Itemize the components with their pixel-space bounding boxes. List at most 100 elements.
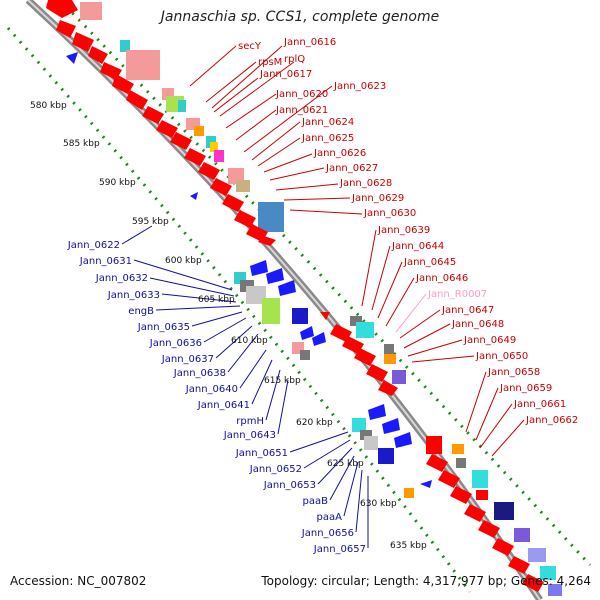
gene-box bbox=[456, 458, 466, 468]
leader-line bbox=[343, 461, 359, 517]
inner-dotted-ring bbox=[6, 27, 472, 593]
leader-line bbox=[257, 137, 301, 167]
gene-box bbox=[472, 470, 488, 488]
gene-box bbox=[194, 126, 204, 136]
leader-line bbox=[385, 277, 415, 327]
gene-label: paaB bbox=[303, 496, 329, 507]
gene-label: Jann_0658 bbox=[487, 367, 540, 378]
gene-label: Jann_0641 bbox=[197, 400, 250, 411]
tick-labels: 580 kbp 585 kbp 590 kbp 595 kbp 600 kbp … bbox=[30, 101, 427, 551]
gene-box bbox=[548, 584, 562, 596]
reverse-gene-labels: Jann_0622 Jann_0631 Jann_0632 Jann_0633 … bbox=[67, 240, 366, 555]
leader-line bbox=[289, 431, 349, 453]
gene-label: Jann_0621 bbox=[275, 105, 328, 116]
gene-arrow bbox=[354, 348, 376, 366]
gene-arrow bbox=[378, 380, 398, 396]
gene-label: Jann_0662 bbox=[525, 415, 578, 426]
leader-line bbox=[355, 469, 363, 533]
gene-box bbox=[452, 444, 464, 454]
leader-line bbox=[395, 293, 427, 333]
gene-box bbox=[352, 418, 366, 432]
gene-arrow bbox=[312, 332, 326, 346]
gene-box bbox=[292, 308, 308, 324]
gene-label: Jann_0653 bbox=[263, 480, 316, 491]
gene-arrow bbox=[368, 404, 386, 420]
tick-label: 615 kbp bbox=[264, 376, 301, 386]
gene-arrow bbox=[278, 280, 296, 296]
gene-arrow bbox=[438, 470, 460, 488]
leader-line bbox=[465, 371, 487, 433]
gene-arrow bbox=[112, 74, 134, 94]
leader-line bbox=[203, 317, 247, 343]
gene-arrow bbox=[320, 312, 330, 320]
gene-box bbox=[404, 488, 414, 498]
tick-label: 580 kbp bbox=[30, 101, 67, 111]
gene-arrow bbox=[156, 120, 178, 138]
gene-box bbox=[210, 142, 218, 152]
leader-line bbox=[479, 403, 513, 449]
leader-line bbox=[265, 369, 281, 421]
reverse-leader-lines bbox=[121, 225, 369, 548]
leader-line bbox=[191, 311, 243, 327]
gene-label: Jann_0625 bbox=[301, 133, 354, 144]
gene-label: rpmH bbox=[236, 416, 264, 427]
tick-label: 625 kbp bbox=[327, 459, 364, 469]
gene-box bbox=[126, 50, 160, 80]
gene-label: Jann_0639 bbox=[377, 225, 430, 236]
gene-arrow bbox=[46, 0, 78, 18]
gene-label: Jann_0629 bbox=[351, 193, 404, 204]
leader-line bbox=[121, 225, 153, 245]
gene-label: Jann_0644 bbox=[391, 241, 444, 252]
gene-arrow bbox=[72, 32, 94, 52]
tick-label: 590 kbp bbox=[99, 178, 136, 188]
gene-arrow bbox=[190, 192, 198, 200]
gene-arrow bbox=[198, 162, 220, 180]
gene-label: secY bbox=[238, 41, 262, 52]
leader-line bbox=[215, 325, 253, 359]
gene-box bbox=[364, 436, 378, 450]
leader-line bbox=[133, 259, 233, 291]
gene-box bbox=[246, 286, 266, 304]
leader-line bbox=[277, 379, 289, 435]
gene-label: Jann_0646 bbox=[415, 273, 468, 284]
gene-box bbox=[356, 322, 374, 338]
genome-summary-text: Topology: circular; Length: 4,317,977 bp… bbox=[261, 574, 591, 588]
gene-box bbox=[258, 202, 284, 232]
gene-box bbox=[476, 490, 488, 500]
leader-line bbox=[227, 333, 259, 373]
gene-arrow bbox=[492, 538, 514, 556]
genome-title: Jannaschia sp. CCS1, complete genome bbox=[160, 9, 440, 25]
gene-label: Jann_0657 bbox=[313, 544, 366, 555]
tick-label: 605 kbp bbox=[198, 295, 235, 305]
gene-arrow bbox=[56, 20, 76, 38]
leader-line bbox=[275, 183, 339, 191]
gene-arrow bbox=[258, 236, 276, 246]
leader-line bbox=[329, 455, 355, 501]
gene-label: Jann_R0007 bbox=[427, 289, 487, 300]
gene-arrow bbox=[330, 324, 352, 342]
gene-label: Jann_0628 bbox=[339, 178, 392, 189]
gene-arrow bbox=[266, 268, 284, 284]
gene-label: Jann_0623 bbox=[333, 81, 386, 92]
gene-box bbox=[262, 298, 280, 324]
gene-label: Jann_0650 bbox=[475, 351, 528, 362]
leader-line bbox=[289, 209, 363, 215]
gene-arrow bbox=[88, 46, 108, 64]
leader-line bbox=[371, 245, 391, 311]
gene-label: Jann_0626 bbox=[313, 148, 366, 159]
gene-label: paaA bbox=[317, 512, 343, 523]
leader-line bbox=[361, 229, 377, 307]
gene-label: Jann_0645 bbox=[403, 257, 456, 268]
gene-arrow bbox=[184, 148, 206, 166]
leader-line bbox=[239, 349, 267, 389]
gene-box bbox=[120, 40, 130, 52]
gene-arrow bbox=[478, 520, 500, 538]
gene-label: Jann_0636 bbox=[149, 338, 202, 349]
gene-label: Jann_0647 bbox=[441, 305, 494, 316]
leader-line bbox=[149, 277, 235, 297]
gene-arrow bbox=[222, 194, 244, 212]
tick-label: 610 kbp bbox=[231, 336, 268, 346]
gene-arrow bbox=[300, 326, 314, 340]
